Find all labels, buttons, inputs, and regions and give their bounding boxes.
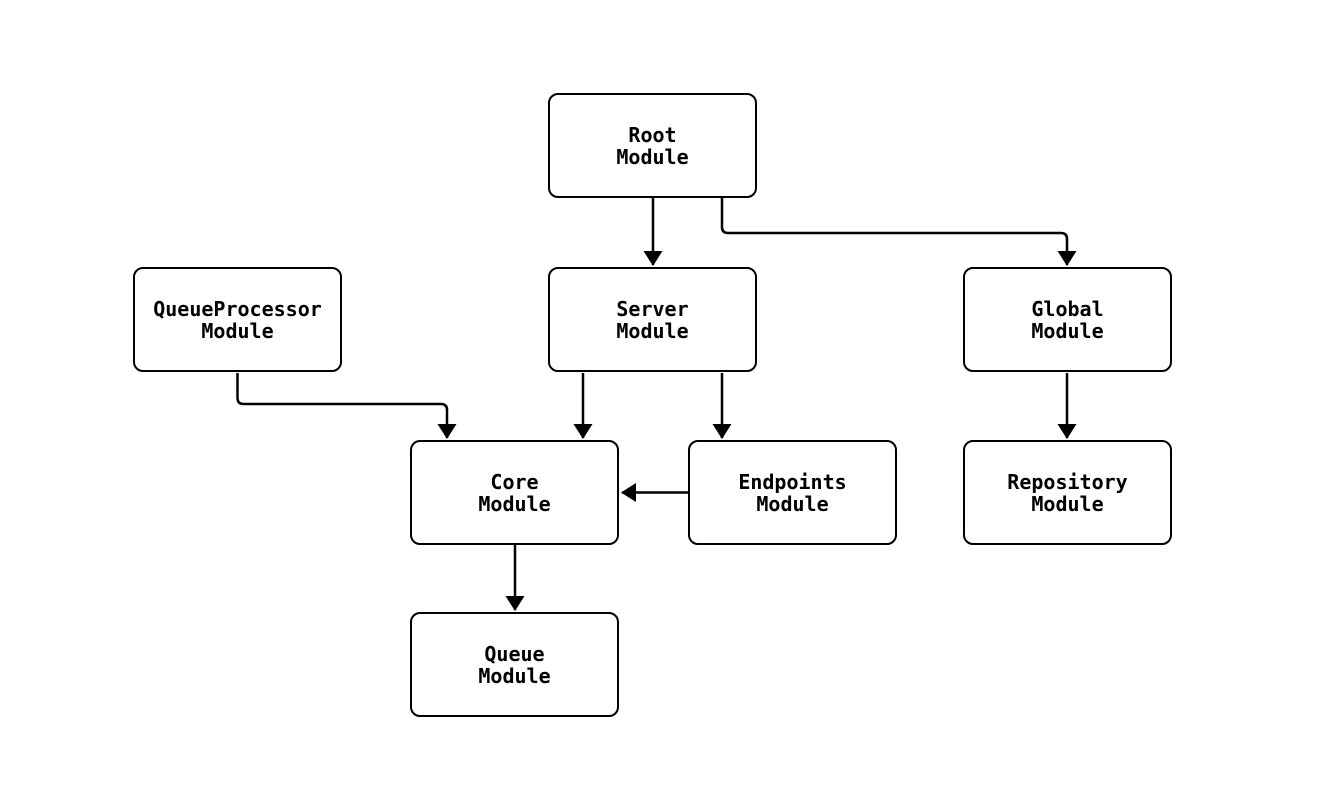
node-label-line2: Module	[478, 491, 551, 516]
edge-root-module-to-global-module	[720, 198, 1077, 266]
node-label-line2: Module	[616, 144, 689, 169]
node-server-module: Server Module	[548, 267, 757, 372]
node-queue-module: Queue Module	[410, 612, 619, 717]
node-label-line1: Root	[628, 122, 677, 147]
node-repository-module: Repository Module	[963, 440, 1172, 545]
node-label-line1: Core	[490, 469, 539, 494]
node-root-module: Root Module	[548, 93, 757, 198]
node-label-line1: Global	[1031, 296, 1104, 321]
node-label-line2: Module	[616, 318, 689, 343]
node-endpoints-module: Endpoints Module	[688, 440, 897, 545]
node-queueprocessor-module: QueueProcessor Module	[133, 267, 342, 372]
edge-queueprocessor-module-to-core-module	[236, 373, 457, 439]
node-global-module: Global Module	[963, 267, 1172, 372]
node-label-line2: Module	[478, 663, 551, 688]
node-label-line1: Queue	[484, 641, 545, 666]
node-label-line1: Endpoints	[738, 469, 847, 494]
node-label-line2: Module	[1031, 491, 1104, 516]
node-label-line2: Module	[201, 318, 274, 343]
node-label-line1: QueueProcessor	[153, 296, 322, 321]
node-label-line2: Module	[1031, 318, 1104, 343]
node-label-line1: Repository	[1007, 469, 1128, 494]
node-label-line2: Module	[756, 491, 829, 516]
node-core-module: Core Module	[410, 440, 619, 545]
node-label-line1: Server	[616, 296, 689, 321]
